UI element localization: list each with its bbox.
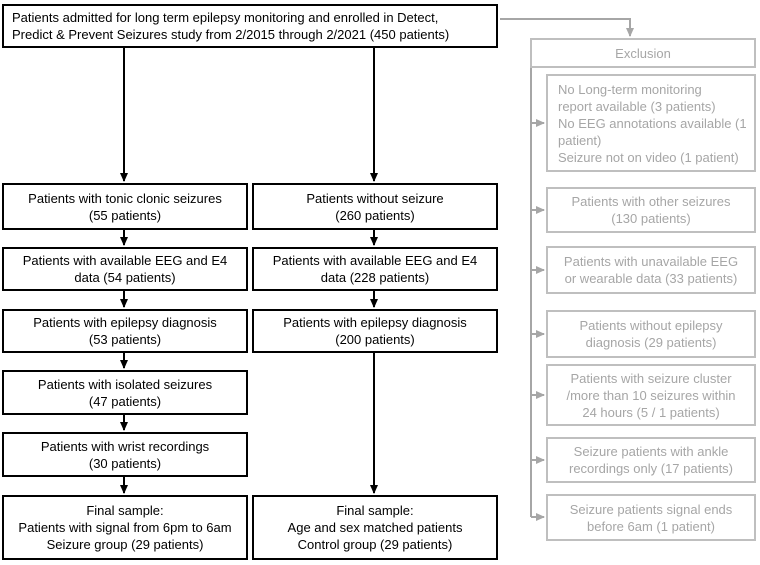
control-step-text: Patients with epilepsy diagnosis (200 pa… [283, 315, 467, 347]
control-final-sample: Final sample: Age and sex matched patien… [252, 495, 498, 560]
seizure-step-tonic-clonic: Patients with tonic clonic seizures (55 … [2, 183, 248, 230]
seizure-step-text: Patients with isolated seizures (47 pati… [37, 376, 213, 409]
control-step-text: Patients without seizure (260 patients) [306, 190, 444, 223]
exclusion-item-text: Patients without epilepsy diagnosis (29 … [579, 318, 723, 350]
seizure-final-sample: Final sample: Patients with signal from … [2, 495, 248, 560]
seizure-step-text: Patients with epilepsy diagnosis (53 pat… [33, 315, 217, 347]
exclusion-item-unavailable-eeg: Patients with unavailable EEG or wearabl… [546, 246, 756, 294]
exclusion-item-seizure-cluster: Patients with seizure cluster /more than… [546, 364, 756, 426]
control-final-text: Final sample: Age and sex matched patien… [287, 503, 463, 552]
exclusion-item-signal-ends: Seizure patients signal ends before 6am … [546, 494, 756, 541]
exclusion-item-text: Seizure patients signal ends before 6am … [569, 501, 733, 534]
seizure-step-epilepsy-diagnosis: Patients with epilepsy diagnosis (53 pat… [2, 309, 248, 353]
exclusion-item-text: No Long-term monitoring report available… [558, 81, 747, 165]
control-step-eeg-e4: Patients with available EEG and E4 data … [252, 247, 498, 291]
seizure-step-text: Patients with wrist recordings (30 patie… [40, 438, 210, 471]
enrollment-box: Patients admitted for long term epilepsy… [2, 4, 498, 48]
exclusion-item-ankle-recordings: Seizure patients with ankle recordings o… [546, 437, 756, 483]
seizure-step-text: Patients with tonic clonic seizures (55 … [28, 190, 222, 223]
control-step-epilepsy-diagnosis: Patients with epilepsy diagnosis (200 pa… [252, 309, 498, 353]
arrow-top-to-exclusion [500, 18, 634, 37]
seizure-step-eeg-e4: Patients with available EEG and E4 data … [2, 247, 248, 291]
seizure-step-text: Patients with available EEG and E4 data … [22, 253, 228, 285]
exclusion-item-text: Seizure patients with ankle recordings o… [568, 444, 734, 476]
seizure-step-wrist-recordings: Patients with wrist recordings (30 patie… [2, 432, 248, 477]
enrollment-text: Patients admitted for long term epilepsy… [12, 10, 450, 42]
exclusion-title: Exclusion [615, 45, 671, 61]
exclusion-item-missing-data: No Long-term monitoring report available… [546, 74, 756, 172]
exclusion-item-no-epilepsy-diagnosis: Patients without epilepsy diagnosis (29 … [546, 310, 756, 358]
exclusion-item-other-seizures: Patients with other seizures (130 patien… [546, 187, 756, 233]
seizure-step-isolated-seizures: Patients with isolated seizures (47 pati… [2, 370, 248, 415]
control-step-text: Patients with available EEG and E4 data … [272, 253, 478, 285]
exclusion-item-text: Patients with other seizures (130 patien… [571, 194, 731, 226]
exclusion-header: Exclusion [530, 38, 756, 68]
exclusion-item-text: Patients with seizure cluster /more than… [566, 370, 736, 420]
seizure-final-text: Final sample: Patients with signal from … [18, 503, 232, 552]
control-step-without-seizure: Patients without seizure (260 patients) [252, 183, 498, 230]
exclusion-item-text: Patients with unavailable EEG or wearabl… [563, 254, 739, 286]
